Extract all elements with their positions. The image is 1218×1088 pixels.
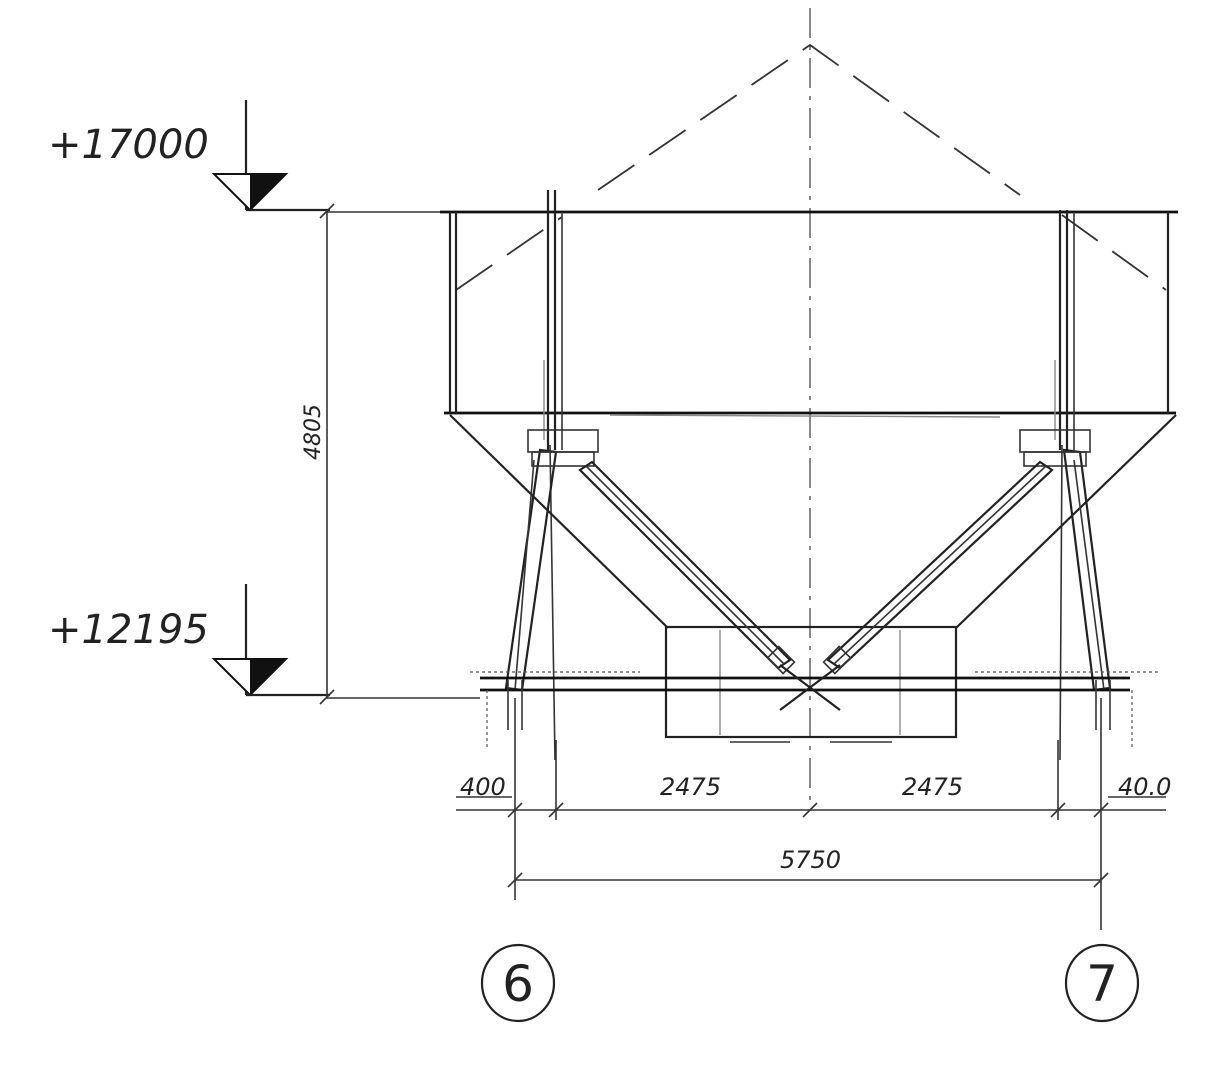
elevation-label-top: +17000 xyxy=(48,122,209,168)
dimension-left-span: 2475 xyxy=(660,773,721,801)
dimension-chain-top: 400 2475 2475 40.0 xyxy=(456,698,1171,930)
platform xyxy=(470,664,1160,750)
dimension-total: 5750 xyxy=(507,846,1109,888)
roof-outline xyxy=(455,43,1167,291)
elevation-marker-top: +17000 xyxy=(48,100,330,212)
grid-axis-6-label: 6 xyxy=(502,955,534,1013)
brace-right xyxy=(822,460,1054,675)
dimension-left-offset: 400 xyxy=(460,773,506,801)
grid-axis-7: 7 xyxy=(1064,943,1140,1023)
column-right xyxy=(1054,210,1075,761)
height-dimension: 4805 xyxy=(301,203,480,705)
elevation-label-bottom: +12195 xyxy=(48,607,209,653)
dimension-total-label: 5750 xyxy=(780,846,841,874)
brace-left xyxy=(578,460,796,675)
column-left xyxy=(543,190,563,761)
dimension-right-span: 2475 xyxy=(902,773,963,801)
grid-axis-7-label: 7 xyxy=(1086,955,1118,1013)
hopper-cone xyxy=(449,414,1177,739)
elevation-marker-bottom: +12195 xyxy=(48,584,330,697)
height-dimension-label: 4805 xyxy=(301,404,326,460)
upper-body xyxy=(440,210,1178,418)
dimension-right-offset: 40.0 xyxy=(1118,773,1171,801)
grid-axis-6: 6 xyxy=(480,943,556,1023)
